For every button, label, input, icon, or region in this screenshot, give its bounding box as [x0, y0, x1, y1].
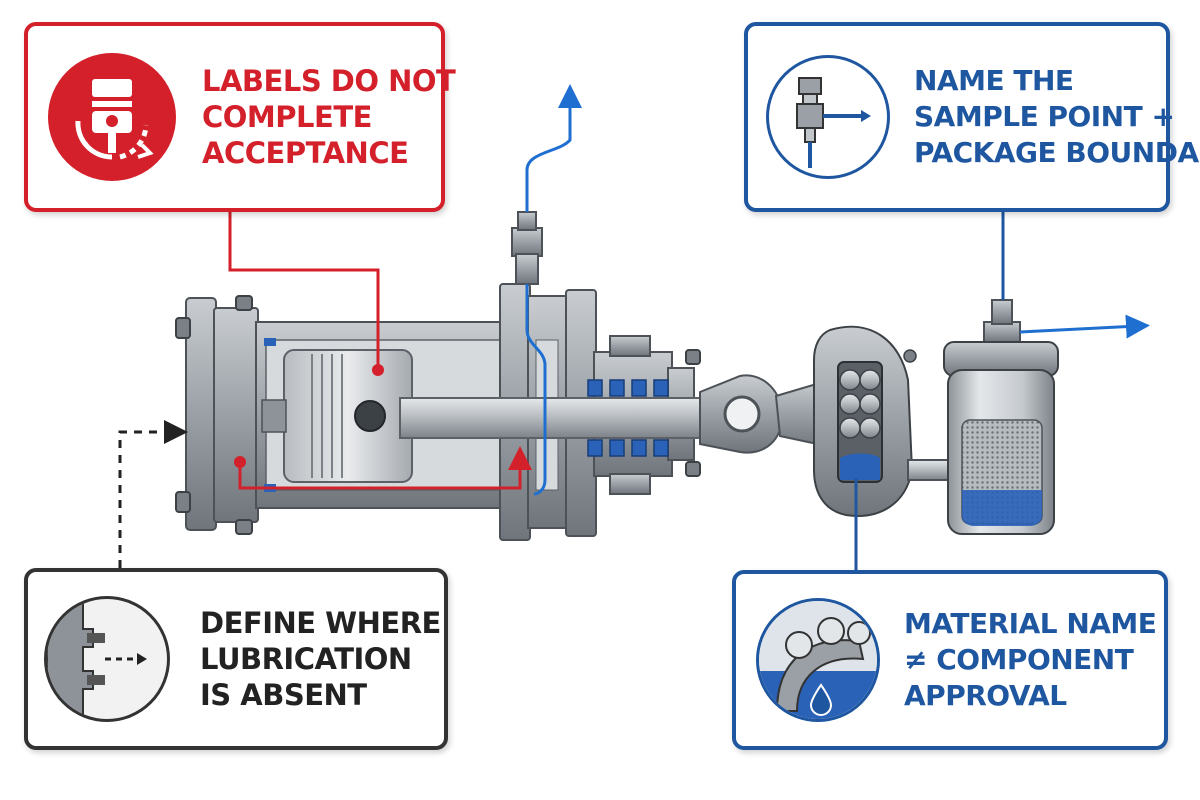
callout-sample-point: NAME THE SAMPLE POINT + PACKAGE BOUNDARY	[744, 22, 1200, 212]
red-flow-arrow	[238, 446, 532, 490]
packing-rings	[587, 379, 669, 457]
callout-lubrication-absent: DEFINE WHERE LUBRICATION IS ABSENT	[24, 568, 448, 750]
seal-gap-icon	[44, 596, 170, 722]
filter-outlet-arrow	[1019, 314, 1150, 339]
gray-leader-arrow	[118, 420, 188, 568]
red-flow-dot	[234, 456, 246, 468]
sample-valve-icon	[766, 55, 890, 179]
callout-blue-bottom-text: MATERIAL NAME ≠ COMPONENT APPROVAL	[904, 606, 1157, 714]
callout-blue-top-line-3: PACKAGE BOUNDARY	[914, 136, 1200, 169]
callout-blue-top-line-2: SAMPLE POINT +	[914, 100, 1175, 133]
callout-blue-top-text: NAME THE SAMPLE POINT + PACKAGE BOUNDARY	[914, 63, 1200, 171]
callout-red-line-1: LABELS DO NOT	[202, 64, 456, 98]
piston	[261, 349, 413, 483]
lube-passage-line	[525, 284, 547, 496]
callout-red-text: LABELS DO NOT COMPLETE ACCEPTANCE	[202, 63, 456, 171]
callout-gray-text: DEFINE WHERE LUBRICATION IS ABSENT	[200, 605, 441, 713]
callout-red-line-3: ACCEPTANCE	[202, 136, 409, 170]
piston-cycle-icon	[48, 53, 176, 181]
callout-blue-top-line-1: NAME THE	[914, 64, 1074, 97]
bearing-drop-icon	[756, 598, 880, 722]
piston-rod	[399, 397, 741, 439]
sample-filter	[943, 299, 1059, 535]
red-leader-line	[228, 212, 380, 370]
callout-gray-line-3: IS ABSENT	[200, 678, 367, 712]
red-leader-dot	[372, 364, 384, 376]
cylinder-sample-port	[511, 211, 543, 285]
drain-pipe	[907, 459, 951, 481]
sample-line-arrow	[525, 84, 582, 212]
bearing-housing	[813, 325, 917, 517]
callout-blue-bottom-line-1: MATERIAL NAME	[904, 607, 1157, 640]
callout-labels-acceptance: LABELS DO NOT COMPLETE ACCEPTANCE	[24, 22, 456, 212]
callout-blue-bottom-line-2: ≠ COMPONENT	[904, 643, 1134, 676]
callout-blue-bottom-line-3: APPROVAL	[904, 679, 1067, 712]
callout-red-line-2: COMPLETE	[202, 100, 372, 134]
callout-material-approval: MATERIAL NAME ≠ COMPONENT APPROVAL	[732, 570, 1168, 750]
callout-gray-line-1: DEFINE WHERE	[200, 606, 441, 640]
callout-gray-line-2: LUBRICATION	[200, 642, 412, 676]
